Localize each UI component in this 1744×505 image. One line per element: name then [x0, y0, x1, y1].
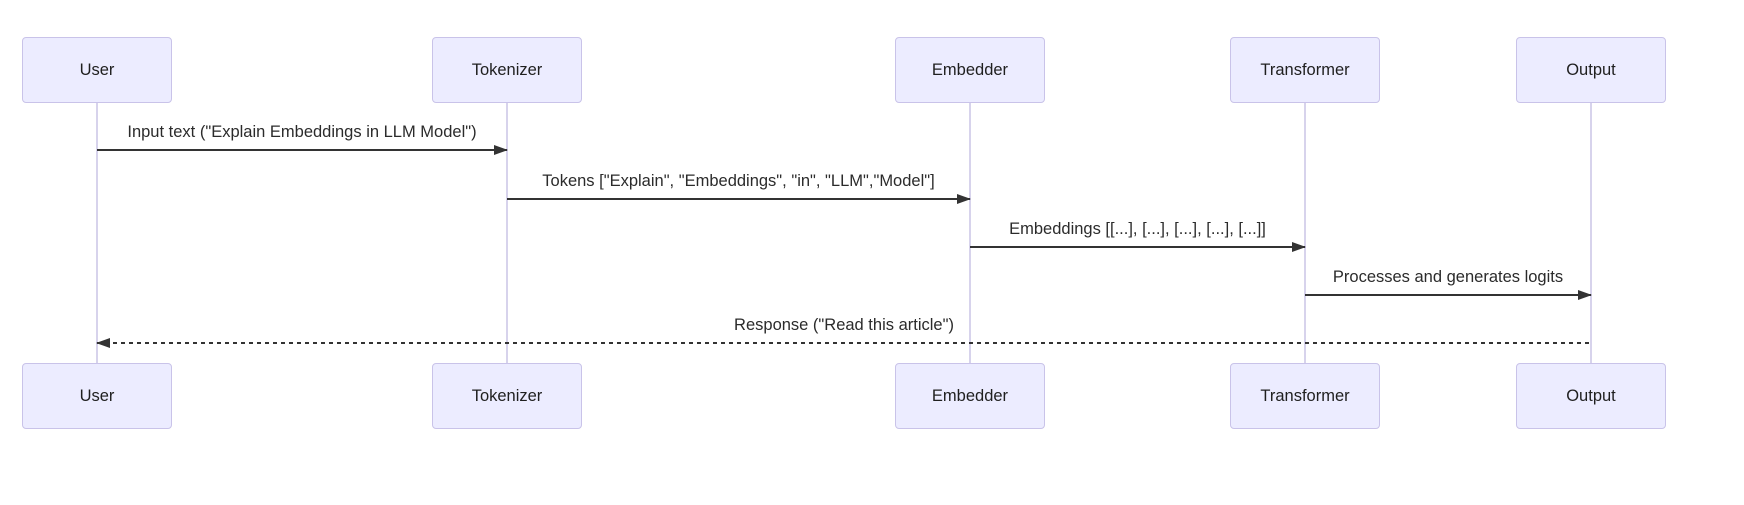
arrowhead-right-icon: [957, 194, 971, 204]
lifeline-transformer: [1304, 103, 1306, 363]
message-response: Response ("Read this article"): [96, 314, 1591, 348]
actor-box-user-bottom: User: [22, 363, 172, 429]
message-logits: Processes and generates logits: [1305, 266, 1592, 300]
lifeline-embedder: [969, 103, 971, 363]
message-input-text-label: Input text ("Explain Embeddings in LLM M…: [127, 123, 477, 141]
arrowhead-right-icon: [1578, 290, 1592, 300]
actor-label-tokenizer: Tokenizer: [471, 60, 543, 79]
message-input-text-arrow: [97, 145, 508, 155]
actor-label-tokenizer: Tokenizer: [471, 386, 543, 405]
message-tokens-label: Tokens ["Explain", "Embeddings", "in", "…: [542, 172, 935, 190]
message-logits-arrow: [1305, 290, 1592, 300]
actor-label-output: Output: [1566, 60, 1616, 79]
arrowhead-right-icon: [1292, 242, 1306, 252]
actor-label-output: Output: [1566, 386, 1616, 405]
message-embeddings-label: Embeddings [[...], [...], [...], [...], …: [1009, 220, 1266, 238]
actor-label-user: User: [79, 60, 115, 79]
message-logits-label: Processes and generates logits: [1332, 268, 1564, 286]
message-embeddings-arrow: [970, 242, 1306, 252]
actor-box-transformer-top: Transformer: [1230, 37, 1380, 103]
actor-box-tokenizer-bottom: Tokenizer: [432, 363, 582, 429]
actor-box-embedder-top: Embedder: [895, 37, 1045, 103]
actor-box-tokenizer-top: Tokenizer: [432, 37, 582, 103]
lifeline-user: [96, 103, 98, 363]
message-response-arrow: [96, 338, 1591, 348]
actor-label-transformer: Transformer: [1260, 60, 1350, 79]
message-embeddings: Embeddings [[...], [...], [...], [...], …: [970, 218, 1306, 252]
message-response-label: Response ("Read this article"): [734, 316, 954, 334]
lifeline-output: [1590, 103, 1592, 363]
actor-label-embedder: Embedder: [931, 386, 1009, 405]
actor-box-embedder-bottom: Embedder: [895, 363, 1045, 429]
arrowhead-left-icon: [96, 338, 110, 348]
actor-box-output-bottom: Output: [1516, 363, 1666, 429]
actor-label-transformer: Transformer: [1260, 386, 1350, 405]
lifeline-tokenizer: [506, 103, 508, 363]
arrowhead-right-icon: [494, 145, 508, 155]
actor-box-output-top: Output: [1516, 37, 1666, 103]
actor-label-embedder: Embedder: [931, 60, 1009, 79]
actor-label-user: User: [79, 386, 115, 405]
message-input-text: Input text ("Explain Embeddings in LLM M…: [97, 121, 508, 155]
message-tokens: Tokens ["Explain", "Embeddings", "in", "…: [507, 170, 971, 204]
actor-box-transformer-bottom: Transformer: [1230, 363, 1380, 429]
actor-box-user-top: User: [22, 37, 172, 103]
message-tokens-arrow: [507, 194, 971, 204]
